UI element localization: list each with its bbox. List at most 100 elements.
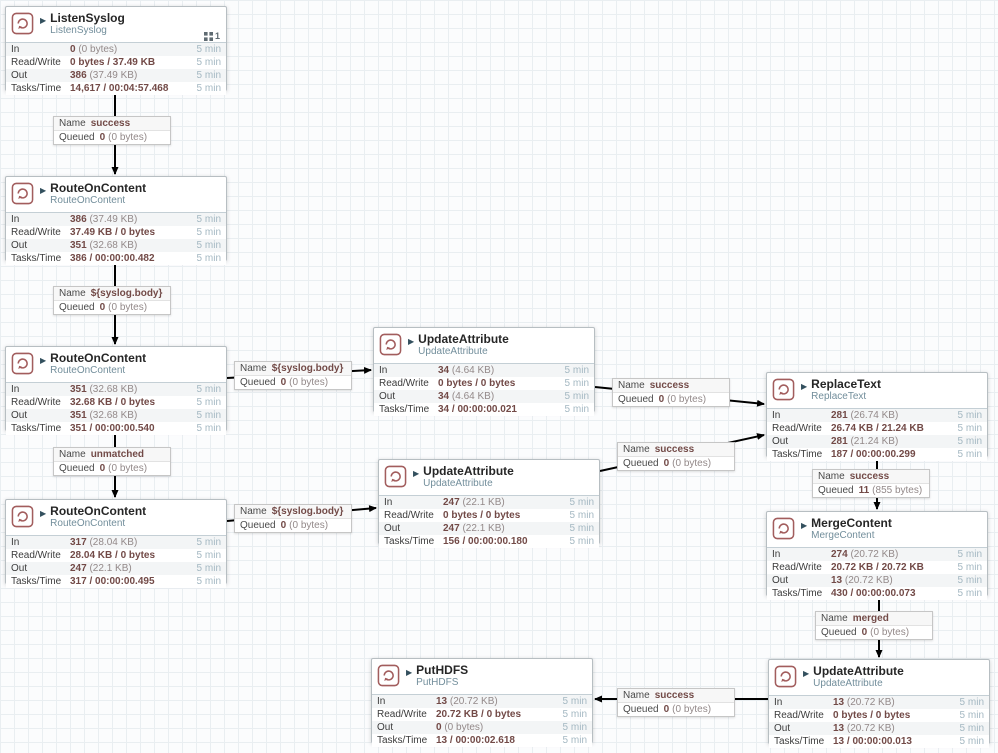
processor-node[interactable]: ▶ PutHDFS PutHDFS In 13 (20.72 KB) 5 min… bbox=[371, 658, 593, 747]
connection-label[interactable]: Name ${syslog.body} Queued 0 (0 bytes) bbox=[53, 286, 171, 315]
processor-icon bbox=[11, 352, 34, 375]
stat-row: Read/Write 26.74 KB / 21.24 KB 5 min bbox=[767, 422, 987, 435]
processor-node[interactable]: ▶ RouteOnContent RouteOnContent In 351 (… bbox=[5, 346, 227, 435]
stat-label: Out bbox=[377, 721, 394, 733]
processor-node[interactable]: ▶ UpdateAttribute UpdateAttribute In 13 … bbox=[768, 659, 990, 748]
processor-stats: In 0 (0 bytes) 5 min Read/Write 0 bytes … bbox=[6, 42, 226, 95]
stat-label: Read/Write bbox=[11, 396, 61, 408]
running-status-icon: ▶ bbox=[801, 382, 808, 391]
processor-header: ▶ UpdateAttribute UpdateAttribute bbox=[374, 328, 594, 363]
stat-row: Tasks/Time 317 / 00:00:00.495 5 min bbox=[6, 575, 226, 588]
queued-size: (0 bytes) bbox=[108, 463, 148, 474]
stat-label: Tasks/Time bbox=[11, 575, 62, 587]
stat-window: 5 min bbox=[564, 364, 589, 376]
processor-type: RouteOnContent bbox=[50, 518, 126, 529]
connection-name-row: Name merged bbox=[816, 612, 932, 626]
stat-row: Out 351 (32.68 KB) 5 min bbox=[6, 239, 226, 252]
queued-key: Queued bbox=[623, 458, 659, 469]
processor-stats: In 247 (22.1 KB) 5 min Read/Write 0 byte… bbox=[379, 495, 599, 548]
connection-label[interactable]: Name success Queued 0 (0 bytes) bbox=[612, 378, 730, 407]
processor-icon bbox=[772, 517, 795, 540]
stat-row: Tasks/Time 34 / 00:00:00.021 5 min bbox=[374, 403, 594, 416]
name-key: Name bbox=[821, 613, 848, 624]
stat-window: 5 min bbox=[196, 226, 221, 238]
stat-window: 5 min bbox=[957, 448, 982, 460]
processor-header: ▶ RouteOnContent RouteOnContent bbox=[6, 177, 226, 212]
processor-type: ListenSyslog bbox=[50, 25, 107, 36]
name-key: Name bbox=[59, 288, 86, 299]
stat-label: Tasks/Time bbox=[11, 82, 62, 94]
queued-key: Queued bbox=[59, 302, 95, 313]
running-status-icon: ▶ bbox=[40, 186, 47, 195]
stat-row: Out 281 (21.24 KB) 5 min bbox=[767, 435, 987, 448]
stat-value: 281 (26.74 KB) bbox=[831, 409, 899, 421]
stat-value: 13 / 00:00:02.618 bbox=[436, 734, 515, 746]
connection-label[interactable]: Name merged Queued 0 (0 bytes) bbox=[815, 611, 933, 640]
connection-name-row: Name success bbox=[813, 470, 929, 484]
connection-label[interactable]: Name unmatched Queued 0 (0 bytes) bbox=[53, 447, 171, 476]
stat-row: Out 247 (22.1 KB) 5 min bbox=[379, 522, 599, 535]
processor-type: MergeContent bbox=[811, 530, 875, 541]
stat-label: Tasks/Time bbox=[774, 735, 825, 747]
name-key: Name bbox=[240, 363, 267, 374]
queued-size: (0 bytes) bbox=[289, 520, 329, 531]
connection-label[interactable]: Name success Queued 11 (855 bytes) bbox=[812, 469, 930, 498]
running-status-icon: ▶ bbox=[406, 668, 413, 677]
stat-row: In 34 (4.64 KB) 5 min bbox=[374, 364, 594, 377]
stat-value: 281 (21.24 KB) bbox=[831, 435, 899, 447]
stat-window: 5 min bbox=[569, 535, 594, 547]
queued-key: Queued bbox=[618, 394, 654, 405]
stat-value: 0 bytes / 37.49 KB bbox=[70, 56, 156, 68]
processor-node[interactable]: ▶ RouteOnContent RouteOnContent In 317 (… bbox=[5, 499, 227, 588]
name-key: Name bbox=[623, 690, 650, 701]
processor-title: ReplaceText bbox=[811, 377, 881, 391]
stat-row: Tasks/Time 351 / 00:00:00.540 5 min bbox=[6, 422, 226, 435]
stat-label: In bbox=[11, 536, 20, 548]
stat-label: Out bbox=[11, 69, 28, 81]
stat-value: 247 (22.1 KB) bbox=[443, 522, 505, 534]
processor-icon bbox=[379, 333, 402, 356]
processor-node[interactable]: ▶ MergeContent MergeContent In 274 (20.7… bbox=[766, 511, 988, 600]
processor-node[interactable]: ▶ RouteOnContent RouteOnContent In 386 (… bbox=[5, 176, 227, 265]
connection-label[interactable]: Name success Queued 0 (0 bytes) bbox=[53, 116, 171, 145]
processor-node[interactable]: ▶ UpdateAttribute UpdateAttribute In 247… bbox=[378, 459, 600, 548]
queued-key: Queued bbox=[59, 132, 95, 143]
connection-label[interactable]: Name success Queued 0 (0 bytes) bbox=[617, 688, 735, 717]
stat-window: 5 min bbox=[196, 409, 221, 421]
stat-extra: (22.1 KB) bbox=[462, 496, 505, 508]
stat-window: 5 min bbox=[957, 548, 982, 560]
processor-node[interactable]: ▶ UpdateAttribute UpdateAttribute In 34 … bbox=[373, 327, 595, 416]
stat-label: In bbox=[774, 696, 783, 708]
processor-title: UpdateAttribute bbox=[423, 464, 514, 478]
connection-name-row: Name unmatched bbox=[54, 448, 170, 462]
processor-header: ▶ MergeContent MergeContent bbox=[767, 512, 987, 547]
processor-node[interactable]: ▶ ReplaceText ReplaceText In 281 (26.74 … bbox=[766, 372, 988, 461]
processor-icon bbox=[11, 12, 34, 35]
stat-row: In 13 (20.72 KB) 5 min bbox=[372, 695, 592, 708]
queued-key: Queued bbox=[821, 627, 857, 638]
processor-header: ▶ UpdateAttribute UpdateAttribute bbox=[769, 660, 989, 695]
stat-label: Read/Write bbox=[384, 509, 434, 521]
connection-label[interactable]: Name ${syslog.body} Queued 0 (0 bytes) bbox=[234, 361, 352, 390]
stat-window: 5 min bbox=[196, 383, 221, 395]
running-status-icon: ▶ bbox=[803, 669, 810, 678]
processor-node[interactable]: ▶ ListenSyslog ListenSyslog 1 In 0 (0 by… bbox=[5, 6, 227, 95]
stat-value: 34 (4.64 KB) bbox=[438, 364, 495, 376]
connection-label[interactable]: Name success Queued 0 (0 bytes) bbox=[617, 442, 735, 471]
queued-count: 0 bbox=[861, 627, 868, 638]
stat-label: Read/Write bbox=[11, 226, 61, 238]
queued-count: 0 bbox=[658, 394, 665, 405]
stat-extra: (20.72 KB) bbox=[449, 695, 498, 707]
stat-value: 32.68 KB / 0 bytes bbox=[70, 396, 156, 408]
stat-label: In bbox=[772, 548, 781, 560]
processor-stats: In 34 (4.64 KB) 5 min Read/Write 0 bytes… bbox=[374, 363, 594, 416]
stat-value: 247 (22.1 KB) bbox=[70, 562, 132, 574]
stat-window: 5 min bbox=[196, 69, 221, 81]
processor-type: UpdateAttribute bbox=[813, 678, 883, 689]
running-status-icon: ▶ bbox=[408, 337, 415, 346]
connection-label[interactable]: Name ${syslog.body} Queued 0 (0 bytes) bbox=[234, 504, 352, 533]
stat-window: 5 min bbox=[562, 695, 587, 707]
stat-row: In 274 (20.72 KB) 5 min bbox=[767, 548, 987, 561]
queued-size: (0 bytes) bbox=[108, 132, 148, 143]
